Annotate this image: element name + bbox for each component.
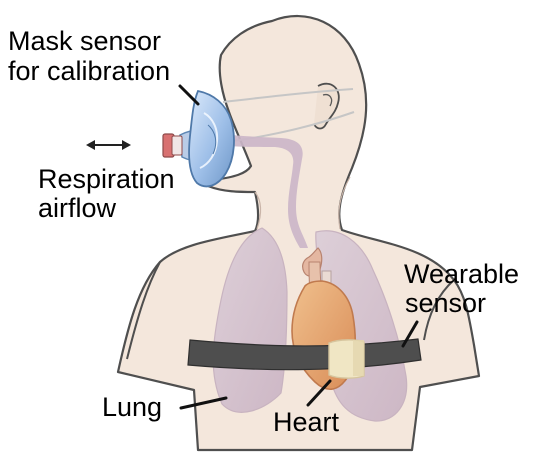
respiration-label-line1: Respiration (38, 164, 175, 194)
airflow-arrow-icon (86, 140, 131, 150)
mask-label-leader (180, 86, 198, 104)
mask-sensor-label-line2: for calibration (8, 56, 170, 86)
wearable-sensor-device (329, 340, 364, 378)
wearable-sensor-label-line2: sensor (405, 288, 486, 318)
respiration-label-line2: airflow (38, 193, 116, 223)
lung-label: Lung (102, 392, 162, 422)
wearable-sensor-label-line1: Wearable (404, 259, 519, 289)
mask-sensor-label-line1: Mask sensor (8, 26, 161, 56)
heart-label: Heart (273, 407, 339, 437)
